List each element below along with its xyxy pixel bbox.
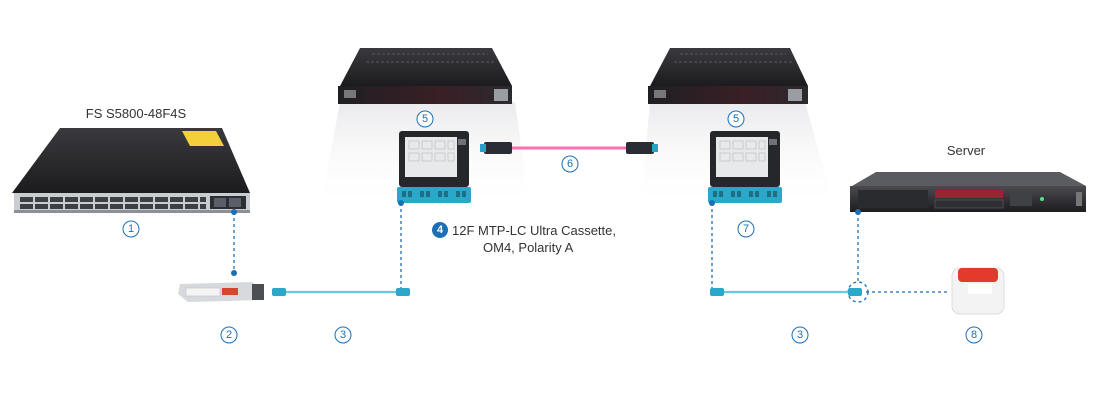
patch-cable-icon xyxy=(272,288,410,296)
patch-cable-icon xyxy=(710,288,862,296)
cassette-note-line1: 12F MTP-LC Ultra Cassette, xyxy=(452,223,616,238)
callout-3-left xyxy=(334,326,352,344)
callout-5-right xyxy=(727,110,745,128)
server-icon xyxy=(850,172,1086,212)
switch-icon xyxy=(12,128,250,213)
callout-7 xyxy=(737,220,755,238)
callout-6 xyxy=(561,155,579,173)
enclosure-icon xyxy=(338,48,512,104)
callout-5-right-label: 5 xyxy=(733,113,739,125)
cassette-icon xyxy=(397,131,471,203)
cassette-note-line2: OM4, Polarity A xyxy=(483,240,574,255)
callout-2-label: 2 xyxy=(226,329,232,341)
enclosure-icon xyxy=(648,48,808,104)
callout-3-left-label: 3 xyxy=(340,329,346,341)
callout-1 xyxy=(122,220,140,238)
callout-1-label: 1 xyxy=(128,223,134,235)
callout-4-label: 4 xyxy=(437,224,444,236)
callout-3-right xyxy=(791,326,809,344)
cleaner-icon xyxy=(951,267,1005,315)
link-dots xyxy=(231,200,861,276)
callout-5-left xyxy=(416,110,434,128)
callout-8 xyxy=(965,326,983,344)
dashed-links xyxy=(233,203,950,303)
trunk-cable-icon xyxy=(480,142,658,154)
switch-label: FS S5800-48F4S xyxy=(86,106,187,121)
callout-5-left-label: 5 xyxy=(422,113,428,125)
callout-3-right-label: 3 xyxy=(797,329,803,341)
callout-2 xyxy=(220,326,238,344)
server-label: Server xyxy=(947,143,986,158)
cassette-icon xyxy=(708,131,782,203)
callout-8-label: 8 xyxy=(971,329,977,341)
transceiver-icon xyxy=(178,282,264,302)
callout-6-label: 6 xyxy=(567,158,573,170)
callout-7-label: 7 xyxy=(743,223,749,235)
callout-4-badge xyxy=(432,222,448,238)
